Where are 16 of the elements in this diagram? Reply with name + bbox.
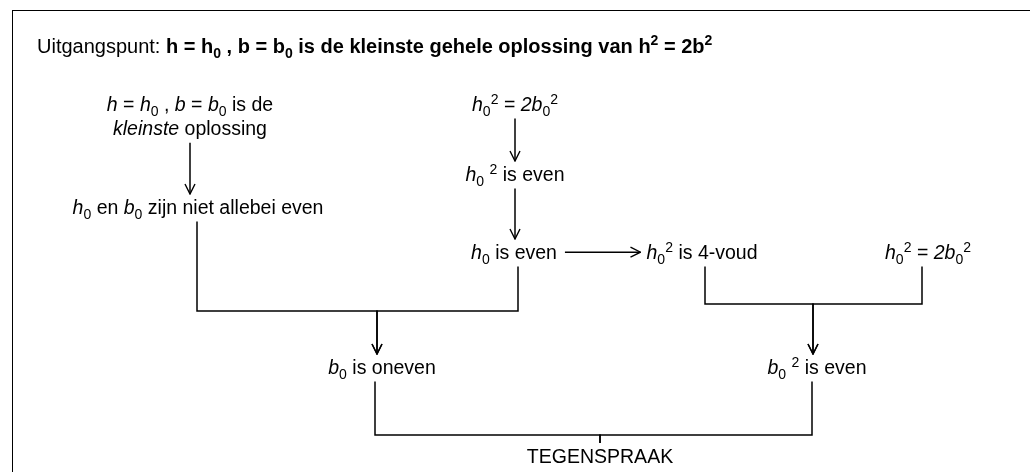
statement-text: h = h$_{0}$ , b = b$_{0}$ is de kleinste oplossing (87, 92, 293, 141)
statement-text: h$_{0}$ $^{2}$ is even (465, 162, 565, 187)
implication-arrow (509, 187, 521, 240)
diagram-title: Uitgangspunt: h = h$_{0}$ , b = b$_{0}$ is de kleinste gehele oplossing van h$^{2}$ = 2b$^{2}$ (37, 32, 713, 61)
statement-text: b$_{0}$ $^{2}$ is even (767, 355, 867, 380)
statement-text: h$_{0}$ is even (471, 240, 557, 265)
statement-text: h$_{0}$ en b$_{0}$ zijn niet allebei even (72, 195, 324, 220)
statement-text: h$_{0}$$^{2}$ is 4-voud (646, 240, 758, 265)
implication-arrow (184, 142, 196, 195)
implication-arrow (509, 117, 521, 162)
bracket-connector (599, 380, 813, 444)
statement-text: b$_{0}$ is oneven (328, 355, 436, 380)
bracket-connector (371, 265, 519, 355)
implication-arrow (564, 246, 642, 258)
bracket-connector (807, 265, 923, 355)
statement-text: TEGENSPRAAK (526, 444, 674, 469)
